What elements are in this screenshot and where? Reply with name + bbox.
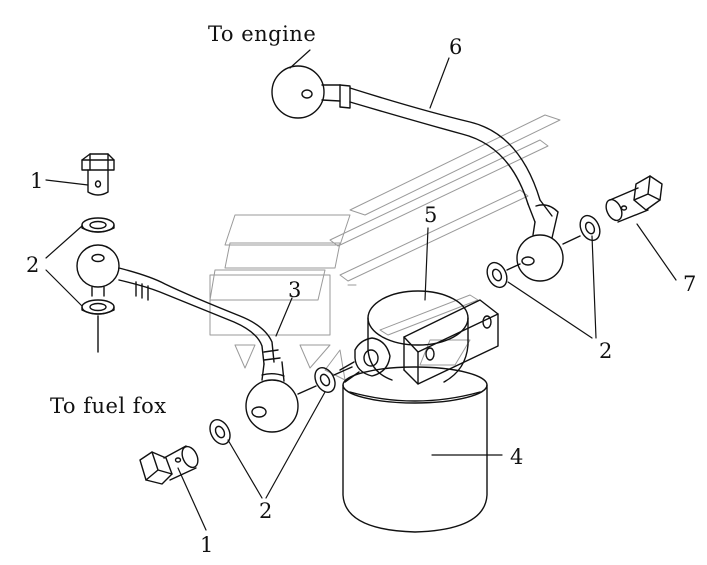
leader-2-left-a <box>45 225 83 259</box>
washer-right-2 <box>486 261 508 289</box>
callout-4: 4 <box>510 445 524 469</box>
leader-to-engine <box>289 49 311 69</box>
filter-element <box>342 366 488 533</box>
washer-right-1 <box>579 214 601 242</box>
callout-3: 3 <box>288 278 302 302</box>
bolt-bottom <box>139 445 199 485</box>
leader-lines <box>45 49 677 531</box>
axis-line-bottom <box>297 366 353 395</box>
callout-2-right: 2 <box>599 339 613 363</box>
callout-1-bottom: 1 <box>200 533 214 557</box>
fuel-pipe-6 <box>271 65 559 223</box>
leader-2-bottom-a <box>227 439 263 499</box>
banjo-fitting-bottom <box>245 361 299 433</box>
banjo-fitting-left <box>76 244 120 297</box>
callout-5: 5 <box>424 203 438 227</box>
leader-2-right-b <box>507 281 593 339</box>
watermark <box>209 114 561 381</box>
fuel-pipe-3 <box>118 267 281 365</box>
bolt-top-left <box>81 153 115 196</box>
leader-1-bottom <box>177 467 207 531</box>
washer-top-left <box>81 217 115 233</box>
filter-head <box>339 290 499 385</box>
leader-5 <box>424 227 429 301</box>
leader-2-left-b <box>45 269 83 307</box>
callout-6: 6 <box>449 35 463 59</box>
callout-2-bottom: 2 <box>259 499 273 523</box>
callout-1-top-left: 1 <box>30 169 44 193</box>
leader-3 <box>275 297 293 337</box>
bolt-right <box>605 175 663 223</box>
callout-7: 7 <box>683 272 697 296</box>
leader-1-top <box>45 179 89 186</box>
washer-bottom-2 <box>314 367 336 393</box>
washer-bottom-1 <box>209 419 231 445</box>
leader-6 <box>429 57 450 109</box>
banjo-fitting-right <box>516 211 564 282</box>
leader-2-bottom-b <box>265 391 326 499</box>
axis-line-right <box>506 235 581 271</box>
label-to-fuel-box: To fuel fox <box>50 394 167 418</box>
label-to-engine: To engine <box>208 22 317 46</box>
leader-2-right-a <box>591 235 597 339</box>
washer-bottom-left <box>81 299 115 315</box>
leader-7 <box>636 223 677 281</box>
callout-2-left: 2 <box>26 253 40 277</box>
